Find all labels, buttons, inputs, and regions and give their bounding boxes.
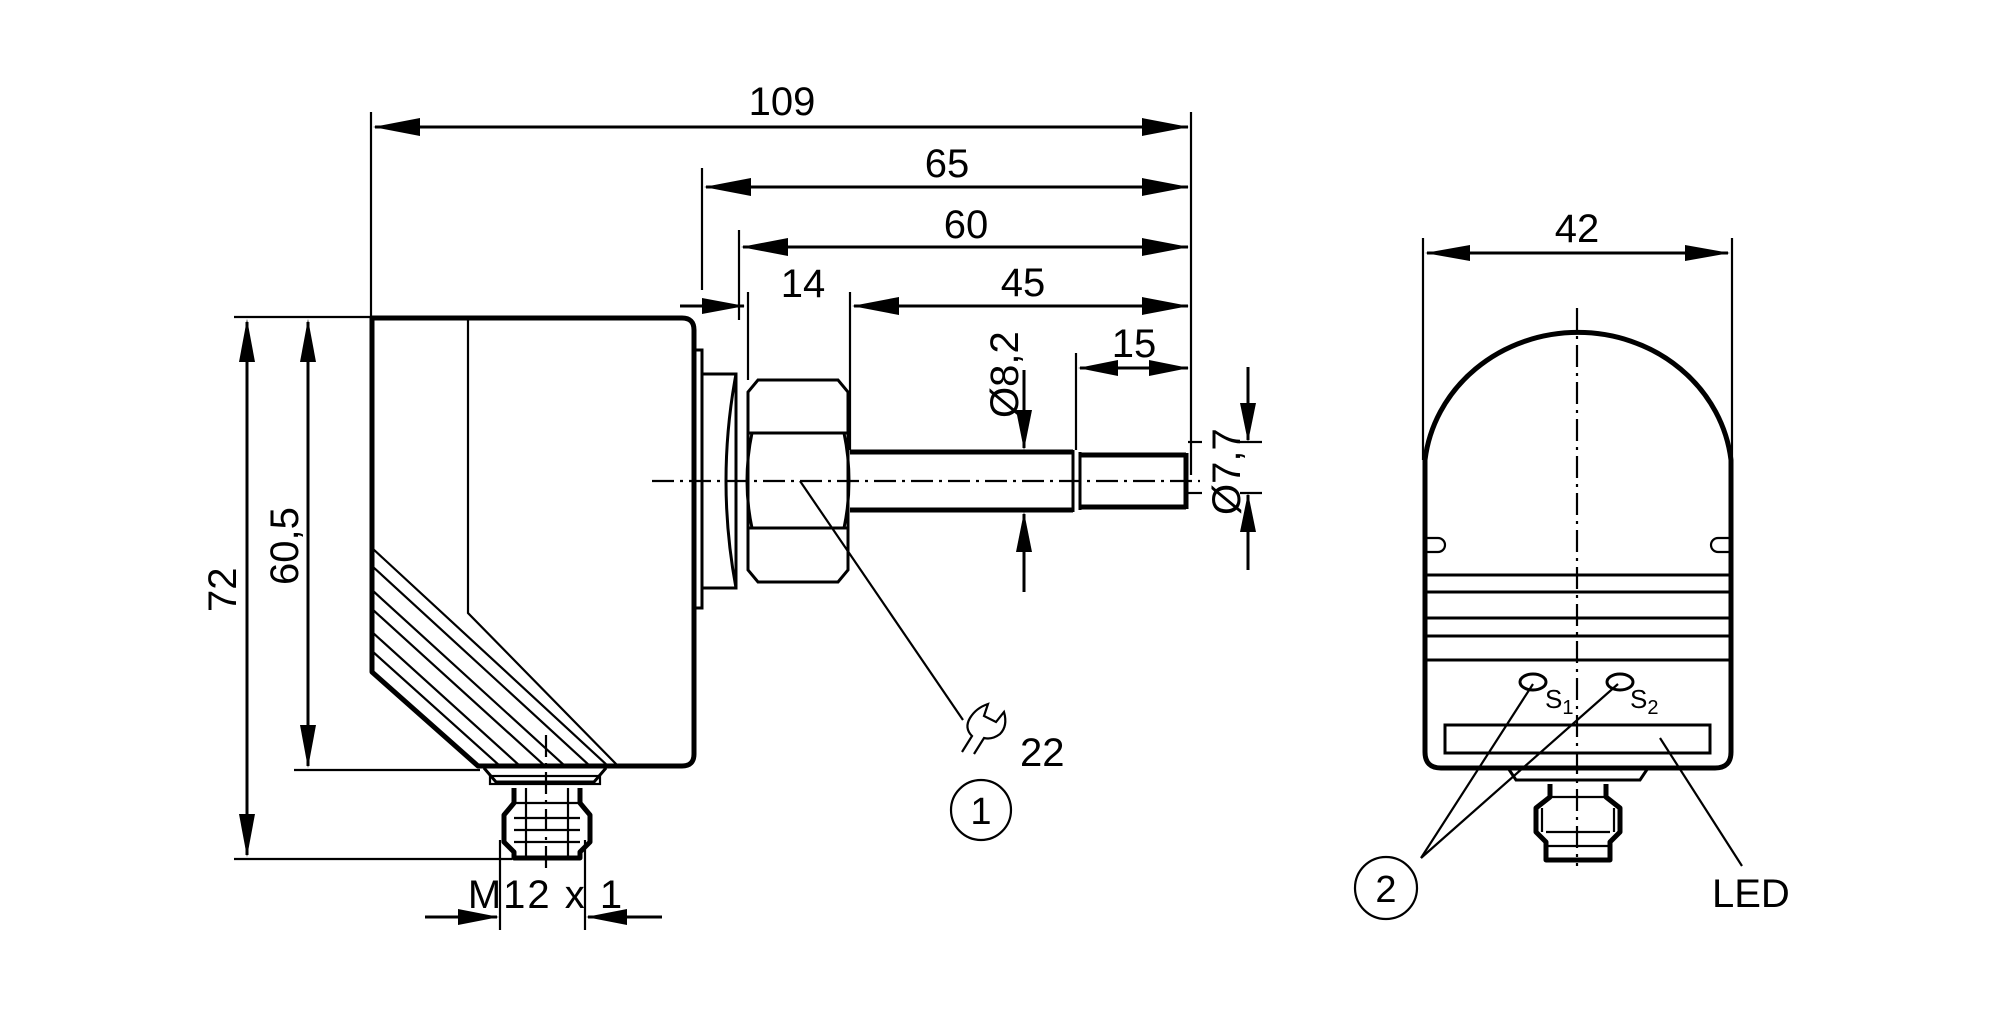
sensor-shaft: [850, 449, 1189, 513]
dim-label-42: 42: [1555, 207, 1600, 251]
button-s2: [1605, 672, 1635, 692]
button-s1: [1518, 672, 1548, 692]
right-notch: [1709, 536, 1729, 554]
dim-connector-thread: M12 x 1: [425, 840, 662, 930]
left-notch: [1427, 536, 1447, 554]
dim-tip-length: 15: [1074, 322, 1189, 450]
dim-flange-to-tip: 65: [700, 142, 1189, 290]
dim-label-109: 109: [749, 80, 816, 124]
dim-shaft-length: 45: [852, 261, 1189, 315]
dim-label-dia-7-7: Ø7,7: [1205, 428, 1249, 515]
led-leader: [1659, 737, 1743, 867]
callout-2-leader-s2: [1420, 683, 1619, 859]
dim-label-65: 65: [925, 142, 970, 186]
side-view: 109 65 60 14 45: [201, 80, 1262, 930]
dim-overall-height: 72: [201, 315, 512, 861]
dim-shaft-diameter: Ø8,2: [983, 331, 1032, 592]
dim-overall-length: 109: [369, 80, 1193, 475]
body-inner-edge: [466, 320, 619, 767]
dim-nut-to-tip: 60: [737, 203, 1189, 320]
label-s2: S2: [1630, 684, 1658, 719]
wrench-icon: [961, 702, 1007, 755]
m12-connector: [482, 735, 608, 870]
dim-tip-diameter: Ø7,7: [1188, 367, 1262, 570]
dim-label-14: 14: [781, 262, 826, 306]
callout-2: 2: [1353, 855, 1419, 921]
svg-text:2: 2: [1375, 869, 1396, 911]
dim-label-m12x1: M12 x 1: [468, 873, 624, 917]
dim-front-width: 42: [1421, 207, 1734, 460]
callout-1: 1: [949, 778, 1013, 842]
dim-body-height: 60,5: [263, 319, 480, 772]
wrench-size-label: 22: [1020, 731, 1065, 775]
label-s1: S1: [1545, 684, 1573, 719]
dim-label-60: 60: [944, 203, 989, 247]
dim-label-dia-8-2: Ø8,2: [983, 331, 1027, 418]
sensor-body-outline: [369, 315, 697, 769]
chamfer-ribs: [371, 547, 609, 767]
dim-label-72: 72: [201, 568, 245, 613]
hex-nut: [745, 378, 851, 584]
dim-label-45: 45: [1001, 261, 1046, 305]
dim-nut-width: 14: [680, 262, 852, 450]
led-label: LED: [1712, 872, 1790, 916]
callout-1-leader: [799, 480, 964, 721]
callout-2-leader-s1: [1420, 683, 1534, 859]
dim-label-15: 15: [1112, 322, 1157, 366]
svg-text:1: 1: [970, 791, 991, 833]
dim-label-60-5: 60,5: [263, 507, 307, 585]
front-view: S1 S2 42 2: [1353, 207, 1790, 921]
